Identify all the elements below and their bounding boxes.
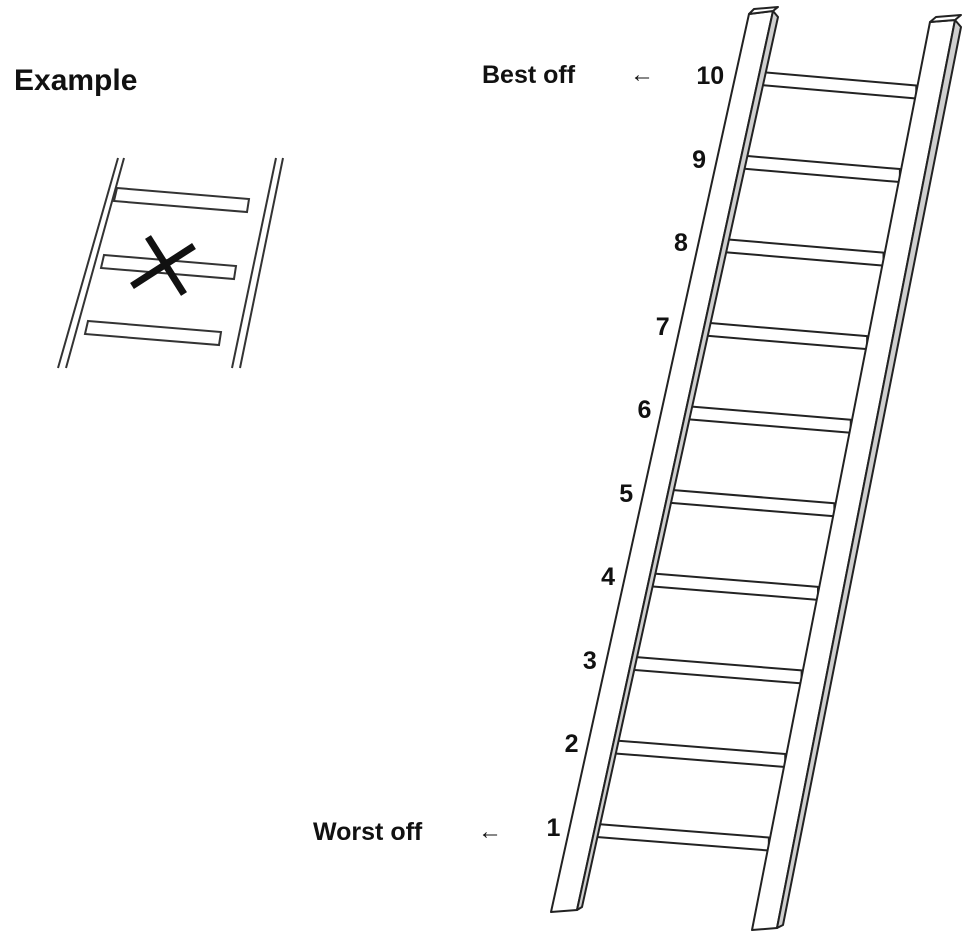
rung-2 [607, 738, 787, 768]
left-rail-front [550, 10, 774, 913]
example-left-rail-inner [65, 157, 125, 369]
rung-number-6: 6 [637, 396, 652, 425]
rung-number-5: 5 [619, 479, 634, 508]
rung-number-2: 2 [564, 730, 579, 759]
example-right-rail-inner [239, 157, 284, 369]
left-rail-top [748, 6, 779, 15]
rung-5 [662, 488, 836, 518]
rung-1 [589, 822, 770, 852]
rung-9 [735, 154, 901, 184]
right-rail-side [776, 19, 962, 929]
worst-off-label: Worst off [313, 818, 423, 846]
rung-4 [644, 571, 819, 601]
right-rail-front [751, 19, 956, 931]
right-rail-top [929, 14, 962, 23]
example-rung-top [112, 186, 251, 214]
rung-number-10: 10 [696, 62, 725, 90]
worst-off-arrow-icon: ← [478, 818, 502, 845]
rung-number-8: 8 [673, 229, 688, 258]
rung-number-9: 9 [692, 145, 707, 174]
rung-10 [753, 70, 918, 100]
rung-number-1: 1 [546, 814, 561, 842]
example-x-mark-stroke-b [130, 243, 196, 289]
example-right-rail-outer [231, 157, 277, 369]
rung-number-3: 3 [582, 646, 597, 675]
rails-layer [550, 6, 962, 931]
rung-number-7: 7 [655, 312, 670, 341]
rung-3 [625, 655, 803, 685]
rung-8 [716, 237, 885, 267]
rung-7 [698, 321, 869, 351]
left-rail-side [576, 10, 779, 911]
best-off-label: Best off [482, 61, 576, 89]
example-label: Example [14, 64, 138, 97]
rung-6 [680, 404, 852, 434]
example-left-rail-outer [57, 157, 119, 369]
rungs-layer [589, 70, 918, 852]
example-rung-bottom [83, 319, 223, 347]
best-off-arrow-icon: ← [630, 61, 654, 88]
rung-number-4: 4 [601, 563, 615, 592]
